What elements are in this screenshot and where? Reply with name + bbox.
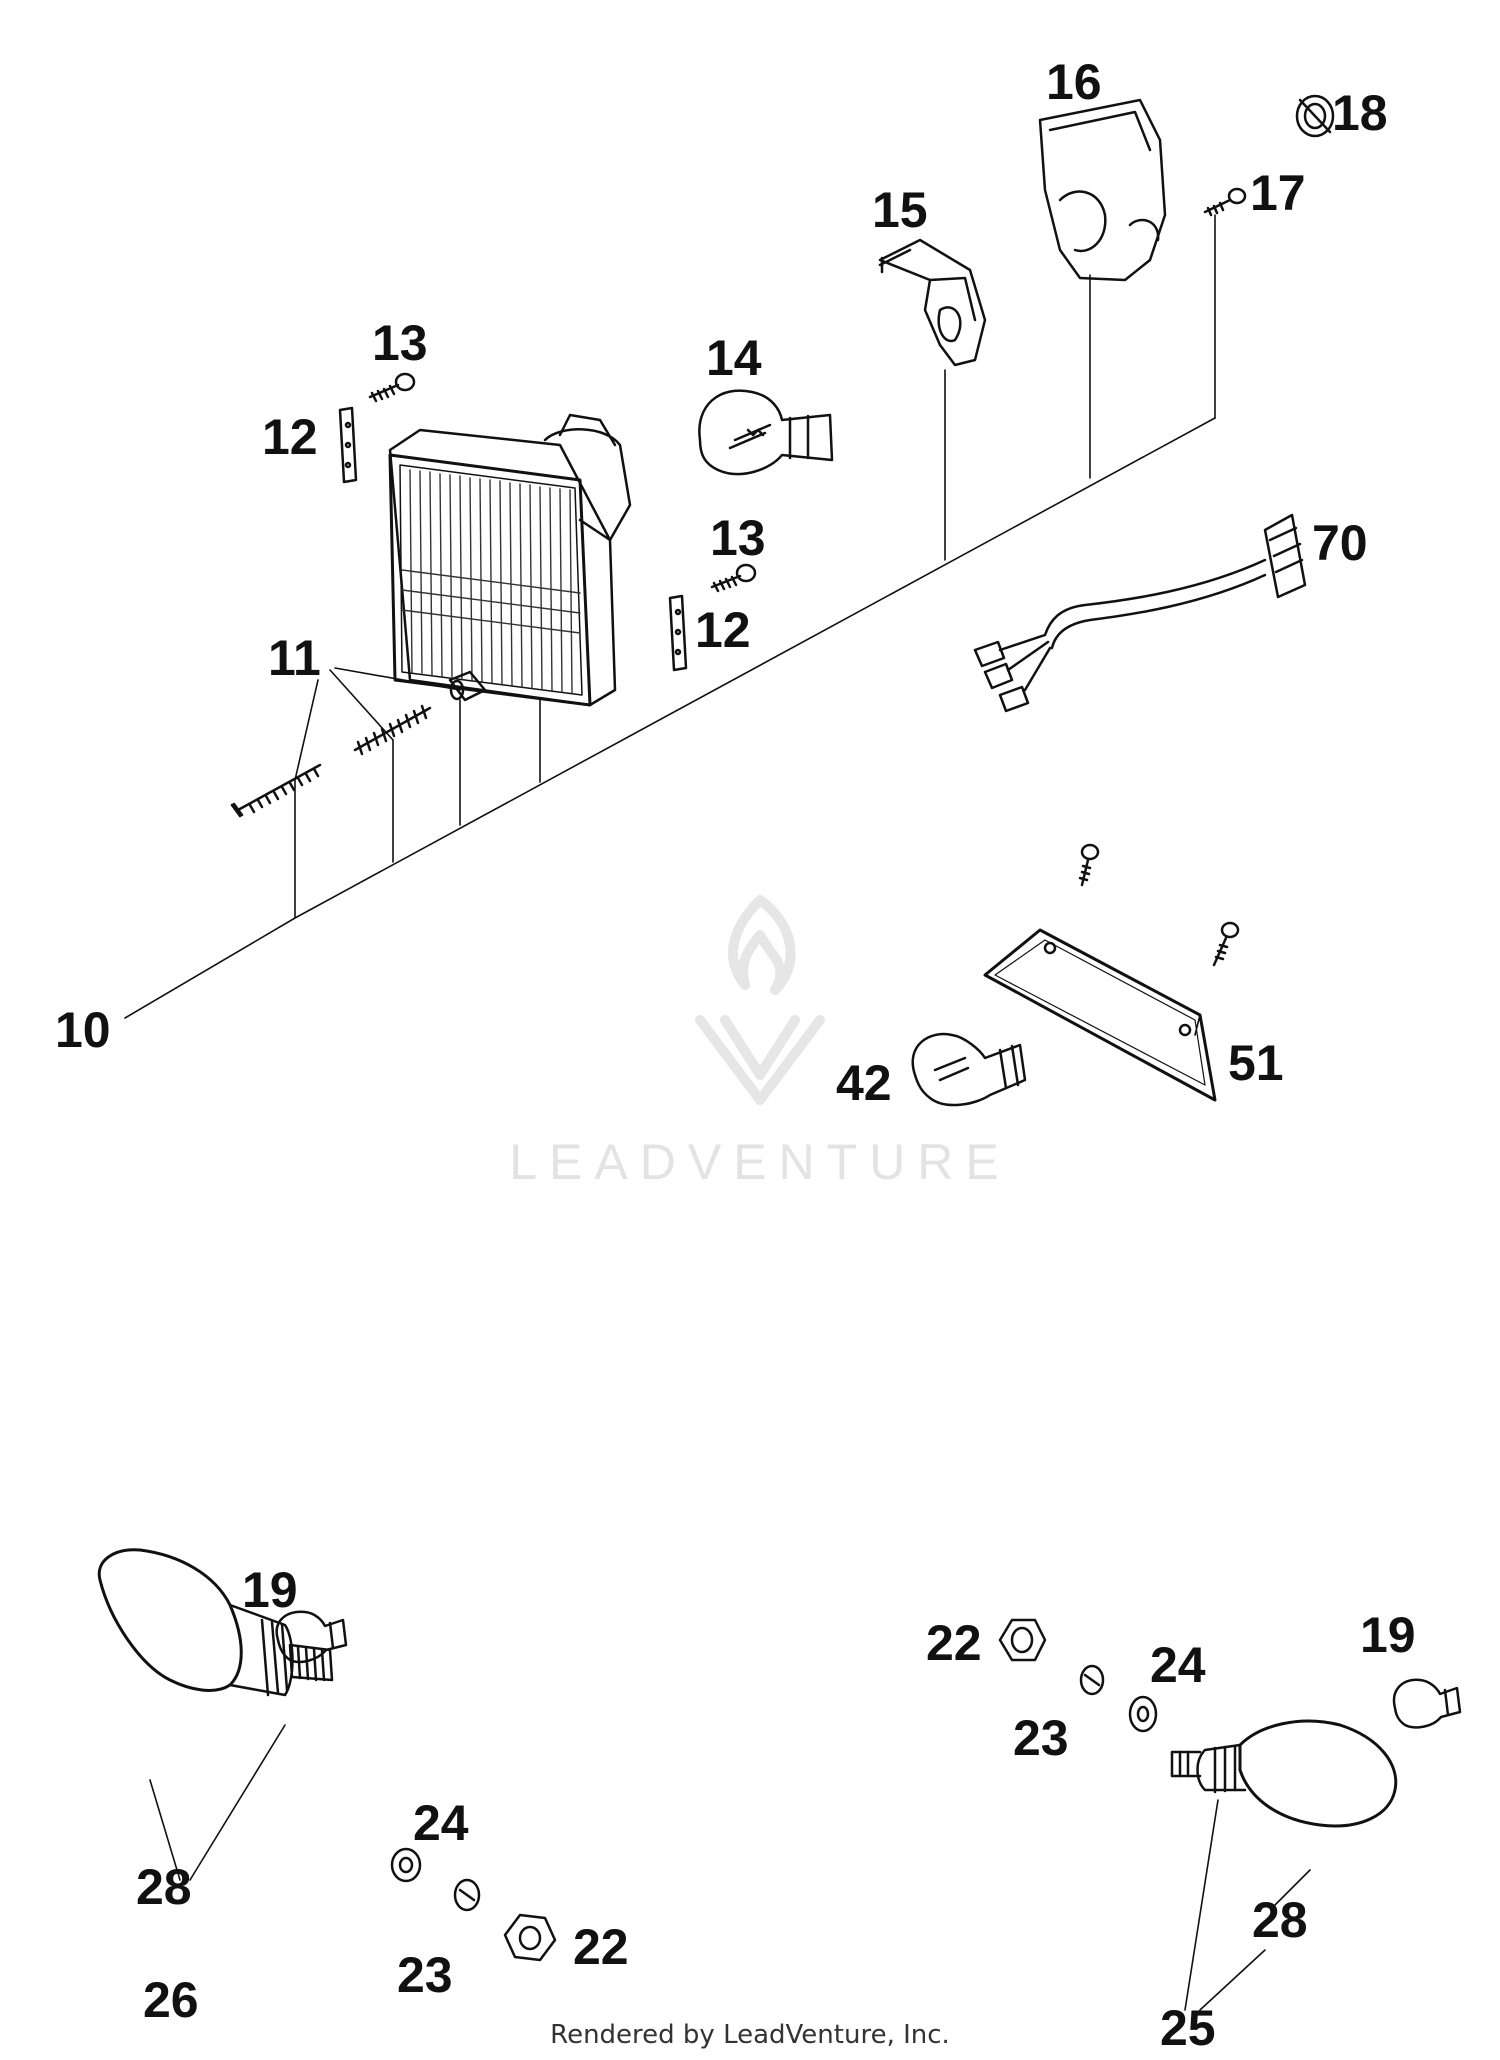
watermark-text: LEADVENTURE <box>509 1134 1011 1190</box>
callout-12-lower: 12 <box>695 602 751 658</box>
render-credit: Rendered by LeadVenture, Inc. <box>550 2020 950 2050</box>
adjuster-bolt-long <box>230 763 322 818</box>
adjuster-spring <box>353 704 432 756</box>
grommet <box>1295 94 1335 138</box>
cover <box>1038 98 1167 282</box>
washer-right-24 <box>1128 1695 1158 1733</box>
lock-washer-left-23 <box>453 1878 481 1912</box>
turn-signal-right-body <box>1170 1743 1247 1794</box>
callout-22-left: 22 <box>573 1919 629 1975</box>
callout-51: 51 <box>1228 1035 1284 1091</box>
callout-25: 25 <box>1160 2000 1216 2056</box>
callout-23-left: 23 <box>397 1947 453 2003</box>
callout-17: 17 <box>1250 165 1306 221</box>
mounting-tab-lower <box>668 594 688 672</box>
tail-light-lens <box>983 928 1217 1102</box>
nut-right-22 <box>998 1618 1047 1662</box>
turn-signal-left-lens <box>97 1548 243 1692</box>
wiring-harness <box>973 513 1307 713</box>
callout-15: 15 <box>872 182 928 238</box>
callout-12-upper: 12 <box>262 409 318 465</box>
callout-70: 70 <box>1312 515 1368 571</box>
callout-23-right: 23 <box>1013 1710 1069 1766</box>
screw-lower <box>710 563 757 593</box>
adjuster-nut <box>448 670 487 702</box>
callout-13-upper: 13 <box>372 315 428 371</box>
mounting-tab-upper <box>338 406 358 484</box>
turn-signal-bulb-left <box>275 1610 348 1664</box>
tail-light-screw-2 <box>1212 921 1240 967</box>
callout-10: 10 <box>55 1002 111 1058</box>
callout-16: 16 <box>1046 54 1102 110</box>
screw-upper <box>368 372 416 403</box>
callout-19-right: 19 <box>1360 1607 1416 1663</box>
callout-22-right: 22 <box>926 1615 982 1671</box>
leadventure-logo-watermark <box>695 895 825 1105</box>
callout-28-left: 28 <box>136 1859 192 1915</box>
callout-42: 42 <box>836 1055 892 1111</box>
tail-light-screw-1 <box>1078 843 1100 887</box>
turn-signal-right-lens <box>1238 1719 1398 1828</box>
cover-screw <box>1203 187 1247 217</box>
tail-light-bulb <box>911 1032 1027 1107</box>
callout-19-left: 19 <box>242 1562 298 1618</box>
washer-left-24 <box>390 1847 422 1883</box>
callout-13-lower: 13 <box>710 510 766 566</box>
headlight-lens-pattern <box>401 469 581 694</box>
headlight-assembly <box>388 413 632 707</box>
headlight-bracket <box>878 238 987 367</box>
callout-24-left: 24 <box>413 1795 469 1851</box>
callout-28-right: 28 <box>1252 1892 1308 1948</box>
callout-18: 18 <box>1332 85 1388 141</box>
callout-26: 26 <box>143 1972 199 2028</box>
lock-washer-right-23 <box>1079 1664 1105 1696</box>
callout-14: 14 <box>706 330 762 386</box>
callout-24-right: 24 <box>1150 1637 1206 1693</box>
turn-signal-bulb-right <box>1392 1678 1462 1729</box>
headlight-bulb <box>698 389 834 476</box>
callout-11: 11 <box>268 630 321 686</box>
leader-lines <box>124 214 1311 2011</box>
nut-left-22 <box>503 1913 557 1962</box>
